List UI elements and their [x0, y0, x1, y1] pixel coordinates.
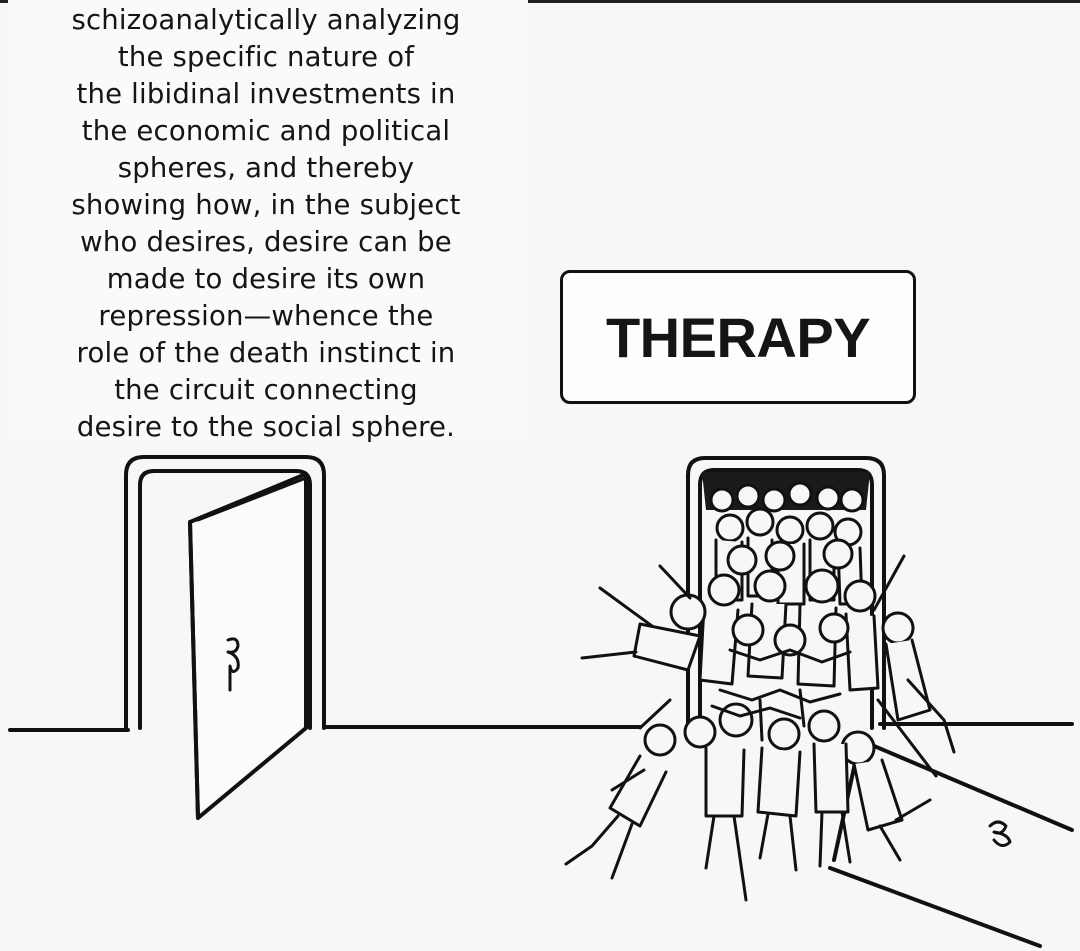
- caption-line: the specific nature of: [117, 41, 415, 73]
- crowded-door-frame: [686, 456, 886, 730]
- therapy-sign: THERAPY: [560, 270, 916, 404]
- caption-line: repression—whence the: [98, 300, 434, 332]
- caption-line: desire to the social sphere.: [76, 411, 456, 443]
- therapy-sign-label: THERAPY: [605, 305, 871, 369]
- caption-line: the circuit connecting: [114, 374, 418, 406]
- door-handle-icon: [226, 637, 240, 692]
- door-handle-icon: [988, 820, 1012, 847]
- crowd: [564, 481, 956, 902]
- caption-line: schizoanalytically analyzing: [71, 4, 461, 36]
- caption-panel: [8, 0, 528, 440]
- top-border-line: [0, 0, 1080, 3]
- caption-line: the libidinal investments in: [76, 78, 456, 110]
- caption-line: the economic and political: [81, 115, 451, 147]
- caption-line: spheres, and thereby: [117, 152, 415, 184]
- empty-door-frame: [124, 455, 326, 730]
- caption-line: who desires, desire can be: [80, 226, 452, 258]
- caption-line: made to desire its own: [106, 263, 426, 295]
- caption-line: role of the death instinct in: [76, 337, 456, 369]
- open-door: [188, 472, 308, 820]
- caption-text: schizoanalytically analyzing the specifi…: [8, 2, 524, 446]
- caption-line: showing how, in the subject: [71, 189, 461, 221]
